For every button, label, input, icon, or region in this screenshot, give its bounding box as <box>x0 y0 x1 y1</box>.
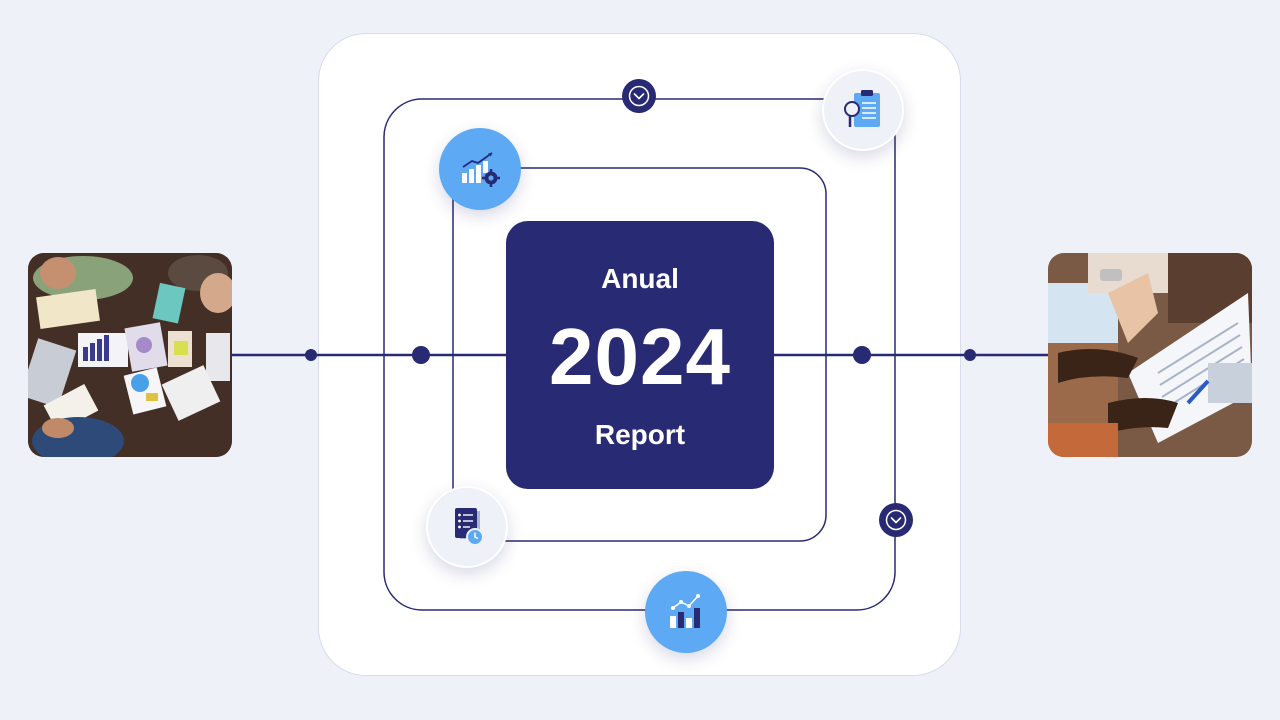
connector-dot-outer-right <box>964 349 976 361</box>
document-clock-badge <box>426 486 508 568</box>
report-title-line2: Report <box>594 419 686 450</box>
bar-line-chart-badge <box>645 571 727 653</box>
growth-settings-icon <box>462 152 500 187</box>
chevron-down-icon[interactable] <box>622 79 656 113</box>
document-clock-icon <box>455 508 484 546</box>
report-year: 2024 <box>549 312 731 401</box>
chevron-down-icon[interactable] <box>879 503 913 537</box>
report-title-line1: Anual <box>601 263 679 294</box>
clipboard-search-icon <box>844 90 880 127</box>
connector-dot-inner-left <box>412 346 430 364</box>
report-title-card: Anual 2024 Report <box>506 221 774 489</box>
growth-settings-badge <box>439 128 521 210</box>
clipboard-search-badge <box>822 69 904 151</box>
team-meeting-overhead-photo <box>28 253 232 457</box>
connector-dot-inner-right <box>853 346 871 364</box>
document-review-photo <box>1048 253 1252 457</box>
connector-dot-outer-left <box>305 349 317 361</box>
bar-line-chart-icon <box>670 594 700 628</box>
